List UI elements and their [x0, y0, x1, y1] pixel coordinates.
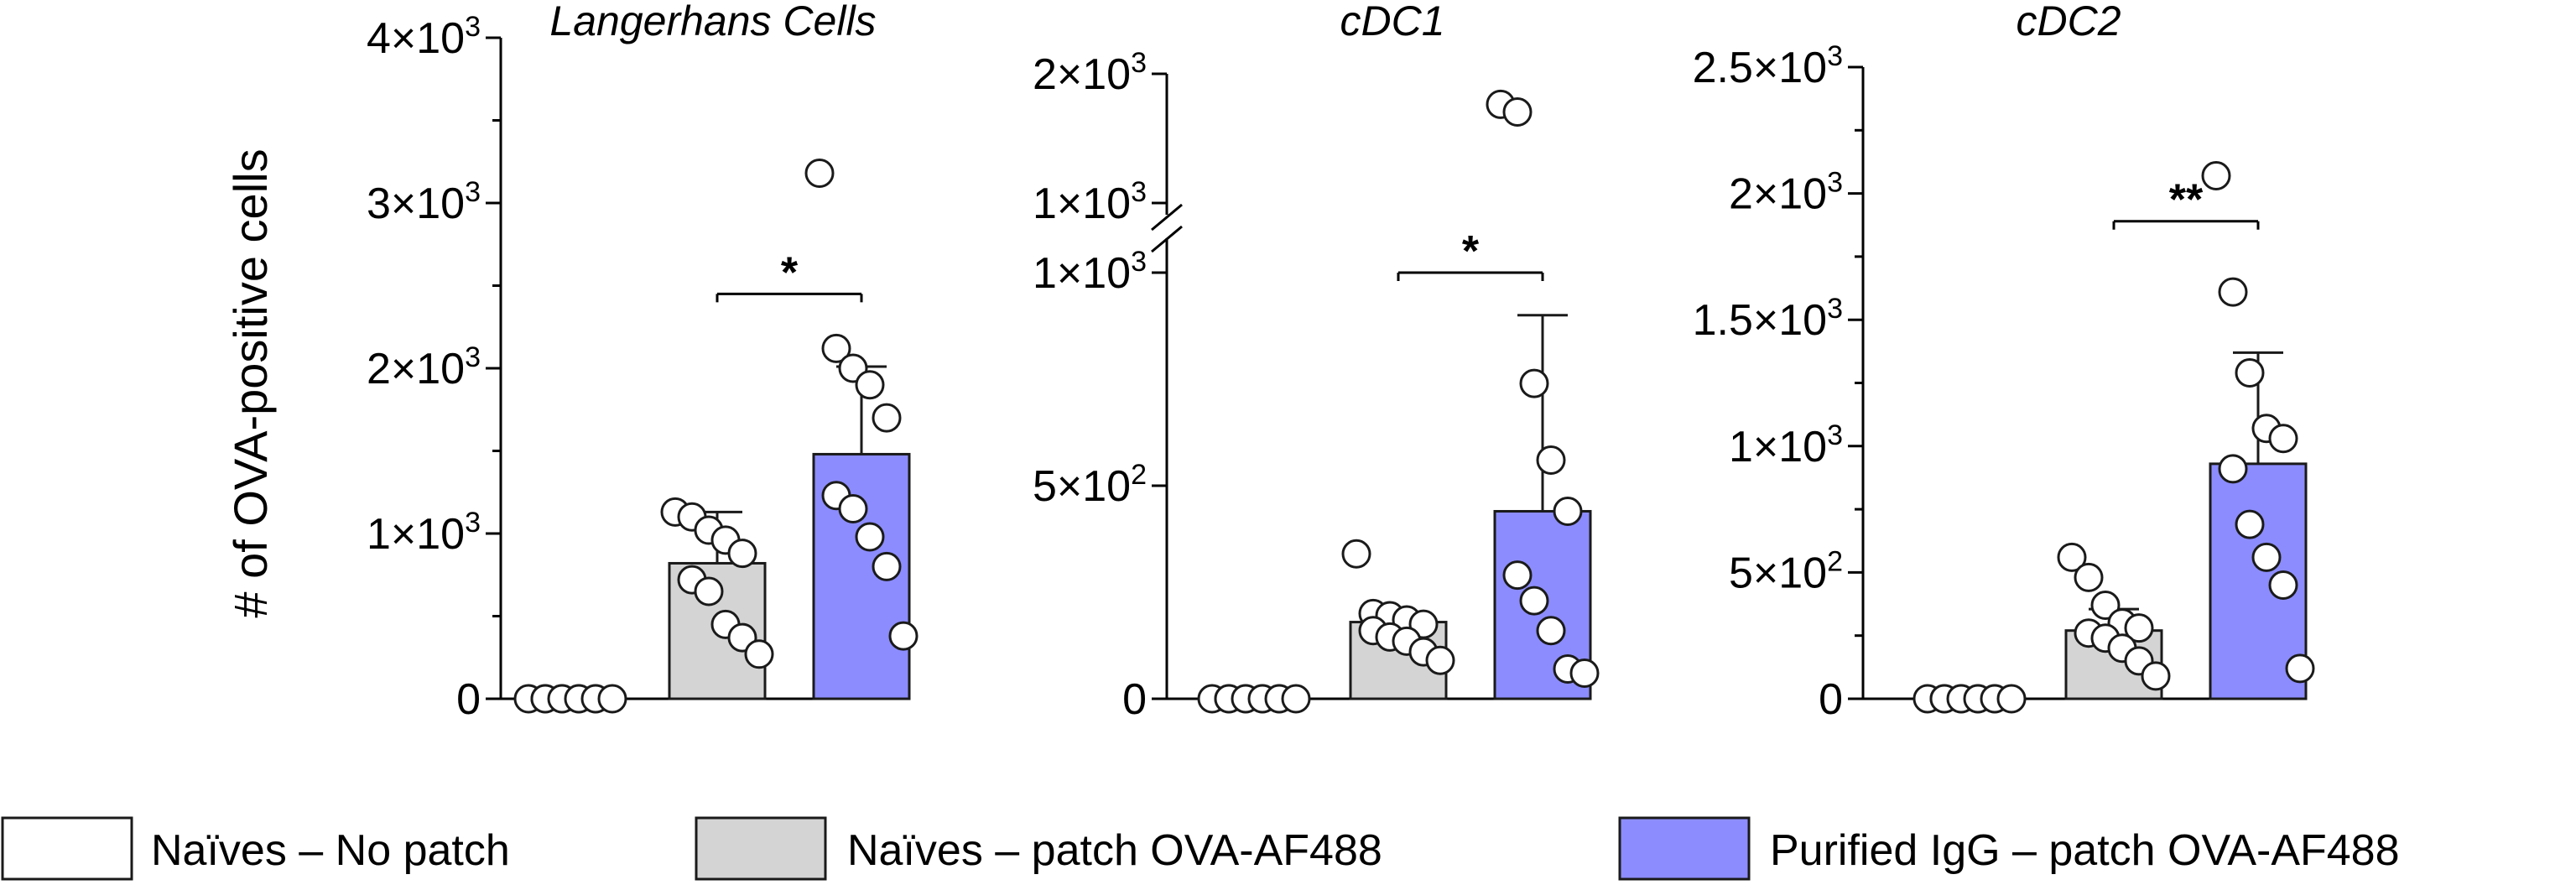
data-point-purified-igg: [1519, 368, 1549, 398]
data-point-naive-no-patch: [1996, 684, 2027, 714]
panel-title: Langerhans Cells: [549, 0, 876, 44]
data-point-naive-patch: [2057, 542, 2087, 572]
legend-item-purified-igg: Purified IgG – patch OVA-AF488: [1618, 816, 2400, 881]
data-point-purified-igg: [2268, 424, 2298, 454]
data-point-purified-igg: [838, 493, 868, 523]
y-tick-label: 2×103: [1729, 167, 1843, 219]
significance-label: *: [781, 248, 799, 297]
y-tick-label: 2×103: [1033, 47, 1147, 99]
y-tick-label: 5×102: [1033, 459, 1147, 511]
data-point-purified-igg: [855, 370, 885, 400]
legend-label-purified-igg: Purified IgG – patch OVA-AF488: [1770, 826, 2400, 875]
data-point-purified-igg: [2251, 542, 2282, 572]
data-point-naive-patch: [744, 639, 774, 669]
data-point-naive-patch: [1425, 645, 1455, 675]
legend-label-naive-no-patch: Naïves – No patch: [151, 826, 510, 875]
significance-label: **: [2169, 176, 2204, 225]
data-point-purified-igg: [2235, 509, 2265, 539]
y-tick-label: 0: [1122, 675, 1147, 724]
y-tick-label: 1×103: [1729, 419, 1843, 471]
data-point-purified-igg: [2201, 161, 2231, 191]
y-tick-label: 1×103: [1033, 176, 1147, 228]
legend-swatch-naive-patch: [695, 816, 827, 881]
panel-title: cDC2: [2016, 0, 2121, 44]
chart-panels: Langerhans Cells01×1032×1033×1034×103*cD…: [367, 0, 2315, 724]
data-point-purified-igg: [821, 333, 851, 363]
data-point-naive-patch: [2141, 661, 2171, 691]
y-tick-label: 4×103: [367, 11, 481, 63]
data-point-purified-igg: [2268, 570, 2298, 600]
data-point-purified-igg: [872, 403, 902, 433]
data-point-purified-igg: [2218, 277, 2248, 307]
data-point-purified-igg: [855, 522, 885, 552]
legend: Naïves – No patch Naïves – patch OVA-AF4…: [1, 816, 2400, 881]
panel-2: cDC1 0 5×102 1×103 1×103 2×103 *: [1033, 0, 1600, 724]
data-point-purified-igg: [2285, 653, 2315, 684]
y-tick-label: 3×103: [367, 176, 481, 228]
data-point-purified-igg: [2235, 357, 2265, 388]
data-point-naive-patch: [2074, 562, 2104, 592]
panel-title: cDC1: [1340, 0, 1444, 44]
data-point-purified-igg: [804, 159, 835, 189]
data-point-purified-igg: [1536, 445, 1566, 476]
y-tick-label: 1×103: [367, 507, 481, 559]
data-point-purified-igg: [872, 551, 902, 581]
y-tick-label: 2.5×103: [1693, 40, 1843, 92]
legend-swatch-naive-no-patch: [1, 816, 133, 881]
y-axis-title: # of OVA-positive cells: [224, 148, 277, 617]
data-point-purified-igg: [1519, 586, 1549, 616]
y-tick-label: 0: [456, 675, 481, 724]
significance-label: *: [1462, 227, 1480, 276]
legend-item-naive-patch: Naïves – patch OVA-AF488: [695, 816, 1382, 881]
axis-break-mark: [1151, 203, 1183, 232]
y-tick-label: 5×102: [1729, 545, 1843, 597]
data-point-purified-igg: [1502, 97, 1533, 127]
data-point-naive-patch: [727, 539, 757, 569]
y-tick-label: 2×103: [367, 341, 481, 393]
data-point-naive-patch: [694, 576, 724, 606]
data-point-purified-igg: [1502, 560, 1533, 591]
legend-swatch-purified-igg: [1618, 816, 1751, 881]
legend-label-naive-patch: Naïves – patch OVA-AF488: [847, 826, 1382, 875]
panel-1: Langerhans Cells 0 1×103 2×103 3×103 4×103 *: [367, 0, 919, 724]
data-point-naive-no-patch: [597, 684, 627, 714]
data-point-naive-no-patch: [1281, 684, 1311, 714]
y-tick-label: 0: [1819, 675, 1843, 724]
data-point-purified-igg: [1569, 659, 1600, 689]
data-point-naive-patch: [1341, 539, 1371, 569]
data-point-purified-igg: [1536, 616, 1566, 646]
panel-3: cDC2 0 5×102 1×103 1.5×103 2×103 2.5×103 **: [1693, 0, 2315, 724]
legend-item-naive-no-patch: Naïves – No patch: [1, 816, 510, 881]
data-point-naive-patch: [2124, 613, 2154, 643]
data-point-purified-igg: [888, 621, 919, 651]
data-point-purified-igg: [2218, 454, 2248, 484]
axis-break-mark: [1151, 225, 1183, 253]
data-point-naive-patch: [2090, 591, 2121, 621]
y-tick-label: 1×103: [1033, 246, 1147, 298]
data-point-purified-igg: [1553, 496, 1583, 526]
y-tick-label: 1.5×103: [1693, 293, 1843, 345]
